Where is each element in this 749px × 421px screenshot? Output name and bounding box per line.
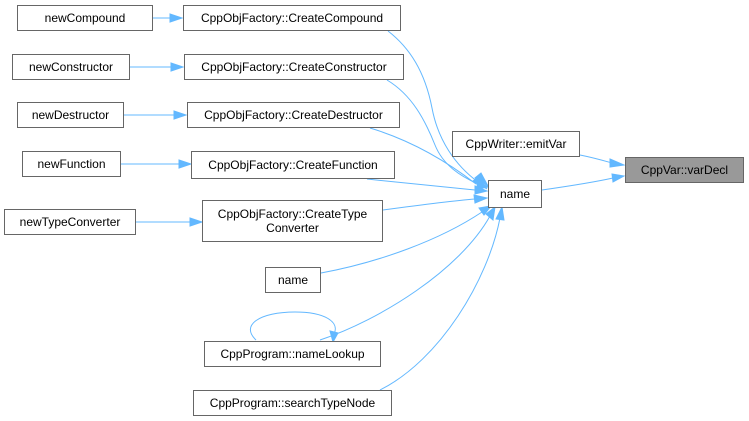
arrowhead	[329, 330, 339, 344]
node-newdestructor[interactable]: newDestructor	[17, 102, 124, 128]
node-createcompound[interactable]: CppObjFactory::CreateCompound	[183, 5, 401, 31]
node-label: CppObjFactory::CreateConstructor	[201, 60, 387, 74]
edge-createfunction-to-name	[366, 178, 476, 191]
edge-createconstructor-to-name	[386, 79, 479, 185]
node-label: CppObjFactory::CreateFunction	[208, 158, 378, 172]
arrowhead	[474, 185, 489, 195]
node-name-leaf[interactable]: name	[265, 267, 321, 293]
node-createconstructor[interactable]: CppObjFactory::CreateConstructor	[184, 54, 404, 80]
node-newcompound[interactable]: newCompound	[17, 5, 153, 31]
arrowhead	[609, 158, 626, 168]
node-name-center[interactable]: name	[488, 180, 542, 208]
edge-nameleaf-to-name	[320, 211, 483, 274]
arrowhead	[485, 205, 496, 221]
node-emitvar[interactable]: CppWriter::emitVar	[452, 131, 580, 157]
edge-createtypeconverter-to-name	[382, 198, 476, 211]
node-vardecl-focus: CppVar::varDecl	[625, 157, 744, 183]
node-label: newTypeConverter	[19, 215, 121, 229]
edge-namelookup-to-name	[319, 215, 491, 341]
edge-emitvar-to-vardecl	[579, 154, 613, 164]
node-createfunction[interactable]: CppObjFactory::CreateFunction	[191, 151, 395, 179]
node-label: CppVar::varDecl	[640, 163, 729, 177]
node-label: CppProgram::nameLookup	[220, 347, 365, 361]
arrowhead	[170, 62, 185, 72]
edge-createcompound-to-name	[387, 30, 479, 183]
edge-namelookup-self-loop	[249, 311, 336, 341]
node-label: name	[499, 187, 531, 201]
node-createtypeconverter[interactable]: CppObjFactory::CreateType Converter	[202, 200, 383, 242]
node-label: newConstructor	[28, 60, 114, 74]
arrowhead	[169, 13, 184, 23]
arrowhead	[611, 173, 626, 183]
arrowhead	[478, 205, 493, 216]
edge-name-to-vardecl	[541, 177, 614, 191]
node-newtypeconverter[interactable]: newTypeConverter	[4, 209, 136, 235]
edge-searchtypenode-to-name	[379, 217, 501, 391]
node-label: newCompound	[44, 11, 126, 25]
arrowhead	[473, 194, 489, 204]
node-label-line1: CppObjFactory::CreateType	[217, 207, 368, 221]
arrowhead	[173, 110, 188, 120]
node-label: newDestructor	[31, 108, 110, 122]
node-label: CppObjFactory::CreateDestructor	[204, 108, 383, 122]
node-namelookup[interactable]: CppProgram::nameLookup	[204, 341, 381, 367]
node-label: CppProgram::searchTypeNode	[209, 396, 376, 410]
node-label: CppObjFactory::CreateCompound	[200, 11, 384, 25]
arrowhead	[189, 217, 204, 227]
node-label-line2: Converter	[266, 221, 319, 235]
node-newconstructor[interactable]: newConstructor	[12, 54, 130, 80]
node-label: newFunction	[37, 157, 106, 171]
node-newfunction[interactable]: newFunction	[22, 151, 121, 177]
arrowhead	[178, 159, 193, 169]
edge-createdestructor-to-name	[369, 127, 477, 185]
node-searchtypenode[interactable]: CppProgram::searchTypeNode	[193, 390, 392, 416]
arrowhead	[495, 205, 505, 221]
arrowhead	[472, 176, 488, 190]
node-label: CppWriter::emitVar	[465, 137, 567, 151]
node-createdestructor[interactable]: CppObjFactory::CreateDestructor	[187, 102, 400, 128]
node-label: name	[277, 273, 309, 287]
